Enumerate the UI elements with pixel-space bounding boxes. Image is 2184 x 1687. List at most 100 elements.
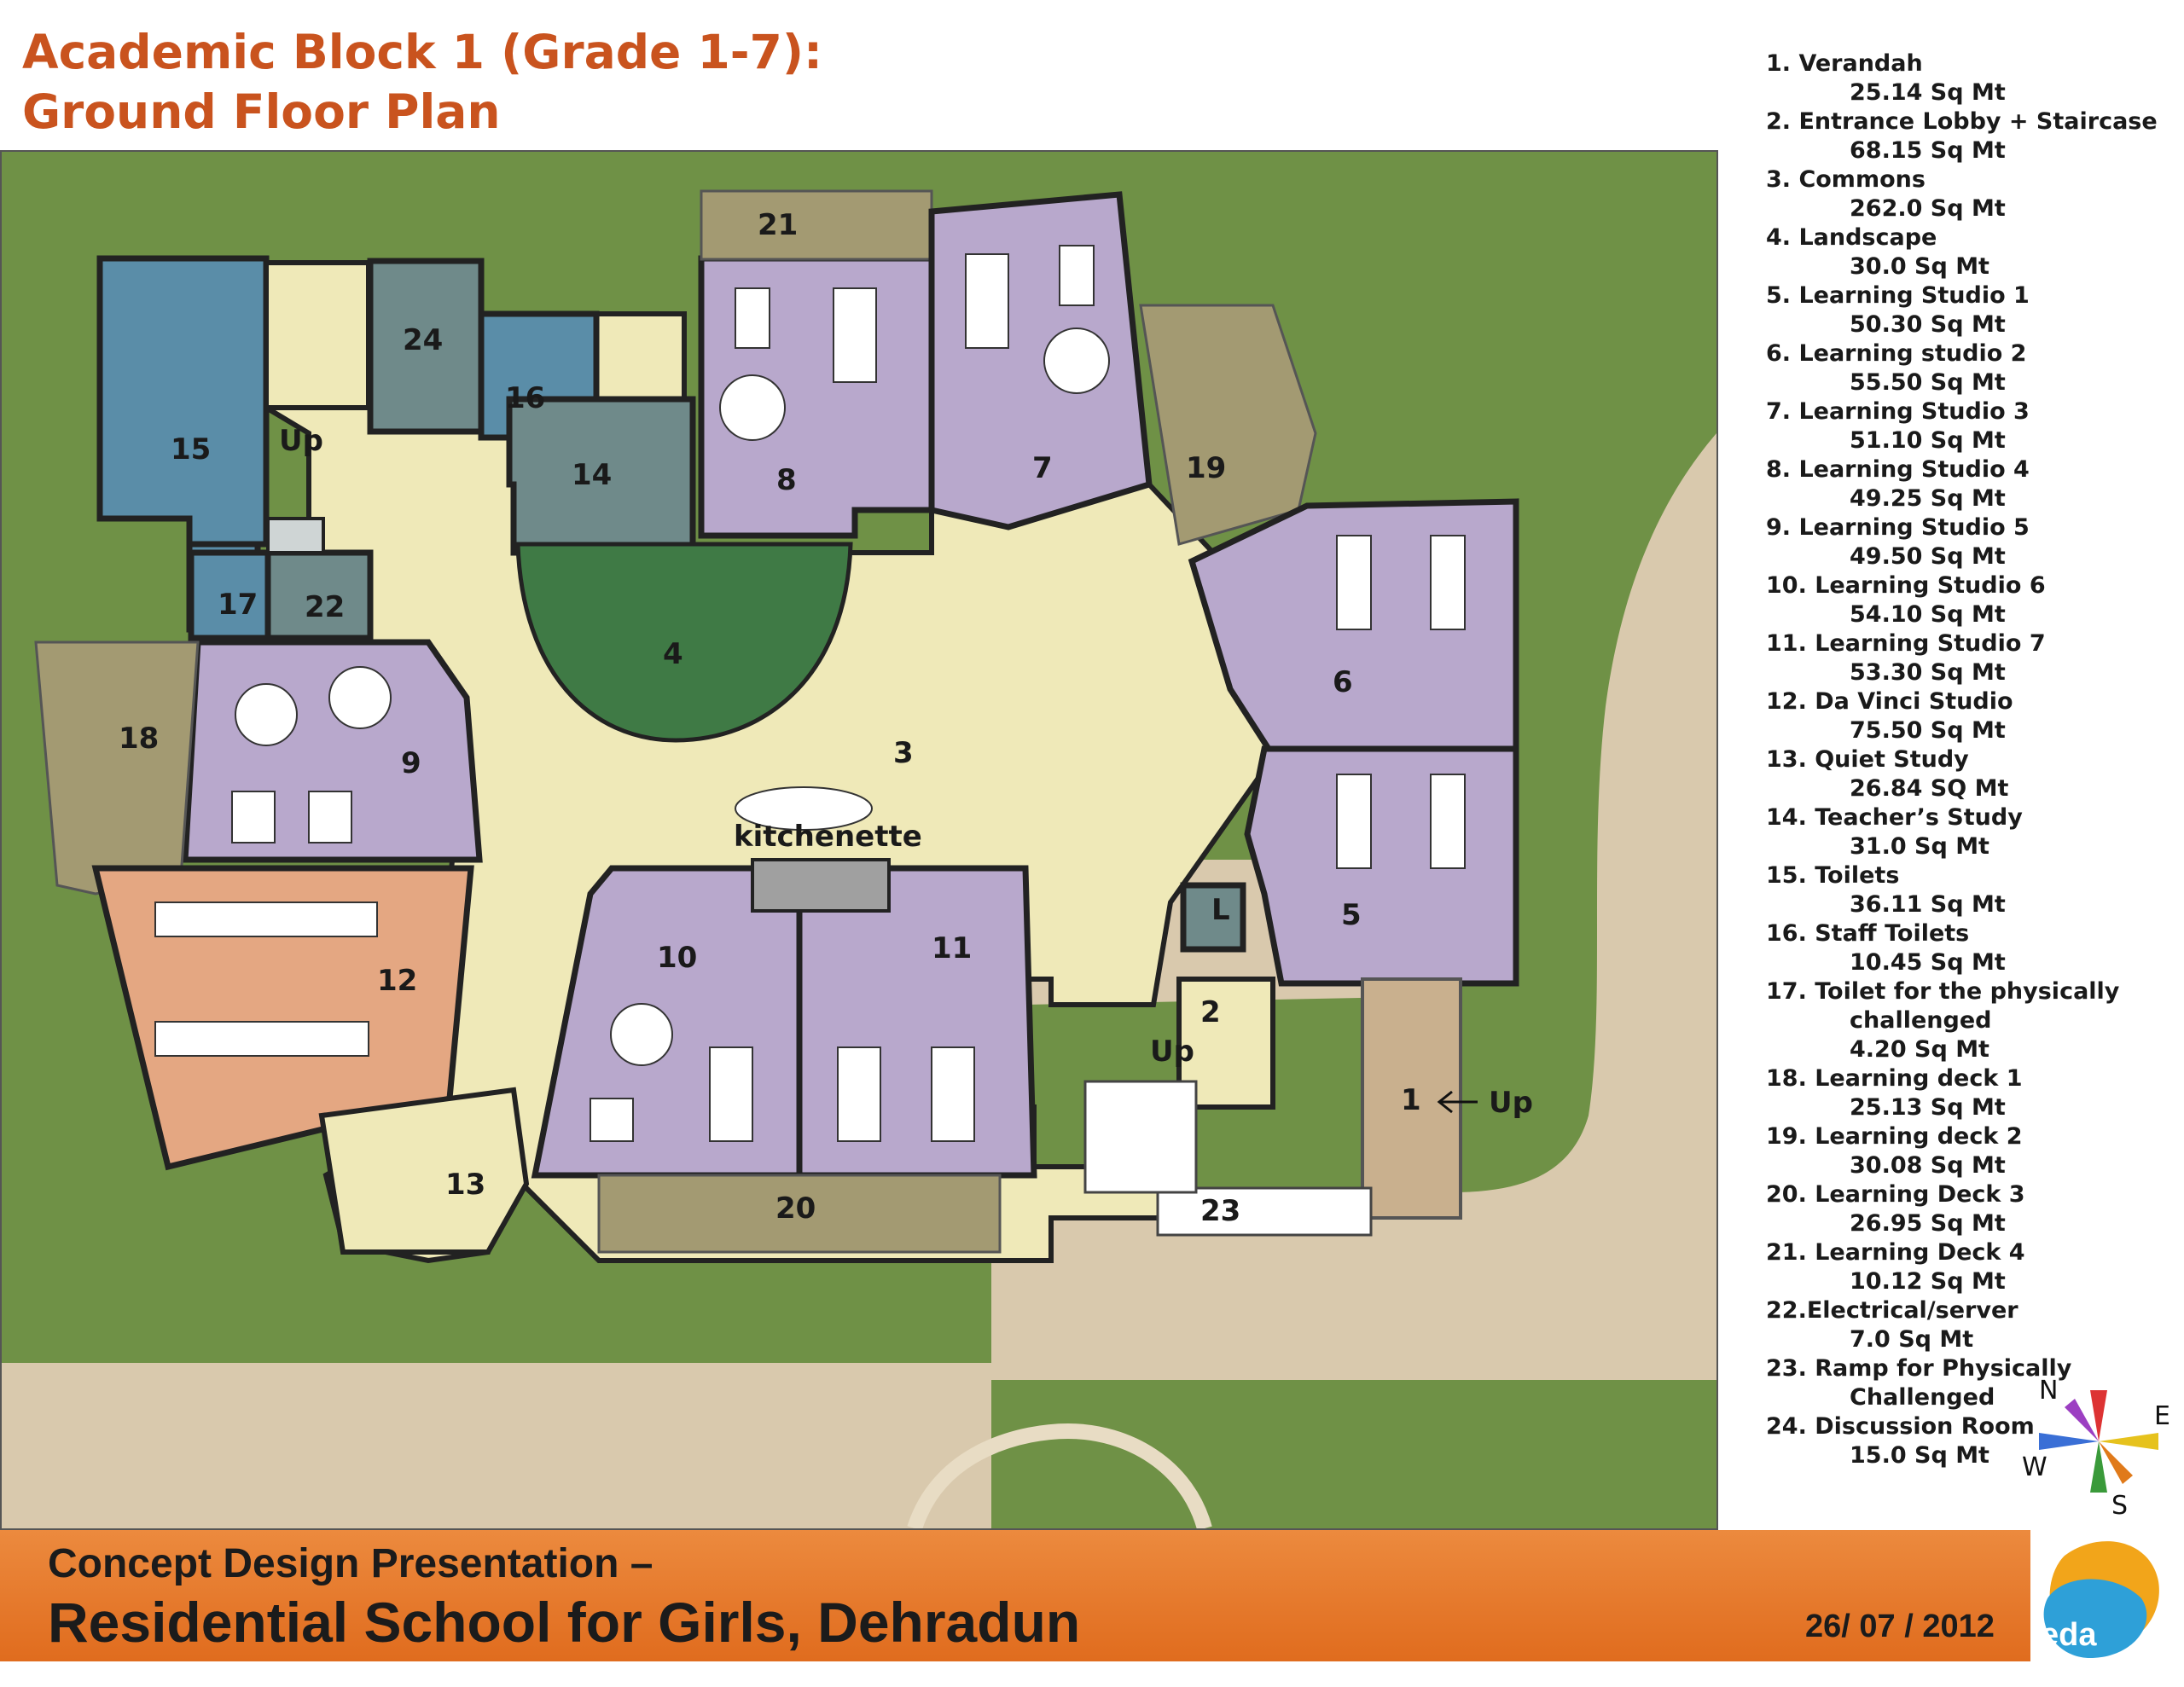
legend-item-area: 49.50 Sq Mt bbox=[1850, 543, 2006, 570]
footer-date: 26/ 07 / 2012 bbox=[1805, 1609, 1995, 1644]
room-label-15: 15 bbox=[171, 432, 211, 467]
legend-item-area: 7.0 Sq Mt bbox=[1850, 1326, 1974, 1353]
compass-icon: N E S W bbox=[2022, 1376, 2170, 1521]
legend-item-area: 68.15 Sq Mt bbox=[1850, 137, 2006, 164]
compass-e: E bbox=[2154, 1401, 2170, 1431]
legend-item-area: 75.50 Sq Mt bbox=[1850, 717, 2006, 744]
footer-banner: Concept Design Presentation – Residentia… bbox=[0, 1530, 2030, 1661]
legend-item-area: 10.12 Sq Mt bbox=[1850, 1268, 2006, 1295]
legend-item-area: 30.08 Sq Mt bbox=[1850, 1152, 2006, 1179]
furniture bbox=[154, 245, 1466, 1142]
room-4-landscape bbox=[515, 542, 853, 743]
legend-item-area: 49.25 Sq Mt bbox=[1850, 485, 2006, 512]
room-11-studio bbox=[796, 865, 1037, 1179]
room-label-7: 7 bbox=[1032, 451, 1053, 485]
compass-s: S bbox=[2111, 1491, 2128, 1518]
paving-strip bbox=[2, 1363, 991, 1528]
legend-item-label: 9. Learning Studio 5 bbox=[1766, 514, 2030, 541]
stairs-2 bbox=[1083, 1080, 1198, 1194]
legend-item-area: 55.50 Sq Mt bbox=[1850, 369, 2006, 396]
legend-item-area: 10.45 Sq Mt bbox=[1850, 949, 2006, 976]
legend-item-area: 262.0 Sq Mt bbox=[1850, 195, 2006, 222]
legend-item-label: 21. Learning Deck 4 bbox=[1766, 1239, 2025, 1266]
legend-item-label: 2. Entrance Lobby + Staircase bbox=[1766, 108, 2158, 135]
legend-item-area: challenged bbox=[1850, 1007, 1992, 1034]
title-line-1: Academic Block 1 (Grade 1-7): bbox=[22, 25, 823, 79]
room-21-deck bbox=[700, 189, 933, 261]
legend-item-area: 53.30 Sq Mt bbox=[1850, 659, 2006, 686]
legend-item-label: 5. Learning Studio 1 bbox=[1766, 282, 2030, 309]
legend-item-area: 54.10 Sq Mt bbox=[1850, 601, 2006, 628]
legend-item-label: 4. Landscape bbox=[1766, 224, 1937, 251]
legend-item-label: 8. Learning Studio 4 bbox=[1766, 456, 2030, 483]
legend-item-label: 6. Learning studio 2 bbox=[1766, 340, 2027, 367]
room-label-4: 4 bbox=[663, 637, 683, 671]
legend-item-area: 36.11 Sq Mt bbox=[1850, 891, 2006, 918]
room-label-22: 22 bbox=[305, 590, 345, 624]
room-18-deck bbox=[34, 641, 200, 896]
legend-item-area: 26.84 SQ Mt bbox=[1850, 775, 2009, 802]
legend-item-label: 10. Learning Studio 6 bbox=[1766, 572, 2046, 599]
room-label-20: 20 bbox=[775, 1191, 816, 1226]
legend-item-label: 20. Learning Deck 3 bbox=[1766, 1181, 2025, 1208]
kitchenette-nook bbox=[751, 858, 891, 913]
lift-label: L bbox=[1211, 893, 1230, 927]
legend-item-area: 31.0 Sq Mt bbox=[1850, 833, 1989, 860]
room-label-14: 14 bbox=[572, 458, 612, 492]
room-label-18: 18 bbox=[119, 722, 159, 756]
room-19-deck bbox=[1139, 304, 1317, 546]
legend-item-label: 22.Electrical/server bbox=[1766, 1297, 2018, 1324]
compass-n: N bbox=[2039, 1376, 2058, 1406]
room-label-23: 23 bbox=[1200, 1194, 1240, 1228]
eda-logo bbox=[2030, 1530, 2184, 1661]
room-label-8: 8 bbox=[776, 463, 797, 497]
footer-project-title: Residential School for Girls, Dehradun bbox=[48, 1591, 1081, 1654]
circle-path bbox=[907, 1423, 1212, 1528]
page-title: Academic Block 1 (Grade 1-7): Ground Flo… bbox=[22, 22, 822, 142]
legend-item-area: 51.10 Sq Mt bbox=[1850, 427, 2006, 454]
legend-item-area: 30.0 Sq Mt bbox=[1850, 253, 1989, 280]
room-label-9: 9 bbox=[401, 746, 421, 780]
legend-item-label: 3. Commons bbox=[1766, 166, 1926, 193]
room-label-6: 6 bbox=[1333, 665, 1353, 699]
eda-logo-text: eda bbox=[2041, 1617, 2097, 1653]
up-label-lobby: Up bbox=[1150, 1035, 1194, 1069]
legend-item-label: 16. Staff Toilets bbox=[1766, 920, 1970, 947]
room-label-3: 3 bbox=[893, 736, 914, 770]
footer-subtitle: Concept Design Presentation – bbox=[48, 1541, 653, 1586]
legend-item-label: 19. Learning deck 2 bbox=[1766, 1123, 2023, 1150]
legend-item-area: 4.20 Sq Mt bbox=[1850, 1036, 1989, 1063]
kitchenette-label: kitchenette bbox=[734, 820, 922, 854]
eda-logo-icon bbox=[2043, 1541, 2159, 1658]
room-22 bbox=[264, 549, 374, 641]
room-label-1: 1 bbox=[1401, 1083, 1421, 1117]
up-label-stair: Up bbox=[279, 424, 323, 458]
room-14-teacher bbox=[506, 396, 696, 556]
legend-item-label: 1. Verandah bbox=[1766, 50, 1923, 77]
lift bbox=[1180, 882, 1246, 953]
legend-item-label: 14. Teacher’s Study bbox=[1766, 804, 2023, 831]
room-label-11: 11 bbox=[932, 931, 972, 965]
legend-item-label: 12. Da Vinci Studio bbox=[1766, 688, 2013, 715]
room-13-quiet bbox=[318, 1087, 530, 1255]
room-label-13: 13 bbox=[445, 1168, 485, 1202]
room-label-12: 12 bbox=[377, 964, 417, 998]
legend-item-label: 15. Toilets bbox=[1766, 862, 1900, 889]
room-label-16: 16 bbox=[505, 381, 545, 415]
legend-item-area: 25.14 Sq Mt bbox=[1850, 79, 2006, 106]
floor-plan: 1 2 3 4 5 6 7 8 9 10 11 12 13 14 15 16 1… bbox=[0, 150, 1718, 1530]
legend-item-label: 17. Toilet for the physically bbox=[1766, 978, 2120, 1005]
title-line-2: Ground Floor Plan bbox=[22, 84, 501, 139]
paving-path bbox=[996, 1252, 1367, 1363]
room-22-box bbox=[266, 517, 325, 554]
legend-item-label: 13. Quiet Study bbox=[1766, 746, 1969, 773]
stair-top bbox=[264, 260, 371, 410]
legend-item-label: 24. Discussion Room bbox=[1766, 1413, 2035, 1440]
legend-item-area: 26.95 Sq Mt bbox=[1850, 1210, 2006, 1237]
room-label-17: 17 bbox=[218, 588, 258, 622]
legend-item-area: 50.30 Sq Mt bbox=[1850, 311, 2006, 338]
room-label-21: 21 bbox=[758, 208, 798, 242]
floor-plan-drawing: 1 2 3 4 5 6 7 8 9 10 11 12 13 14 15 16 1… bbox=[2, 152, 1716, 1528]
room-5-studio bbox=[1244, 745, 1519, 987]
